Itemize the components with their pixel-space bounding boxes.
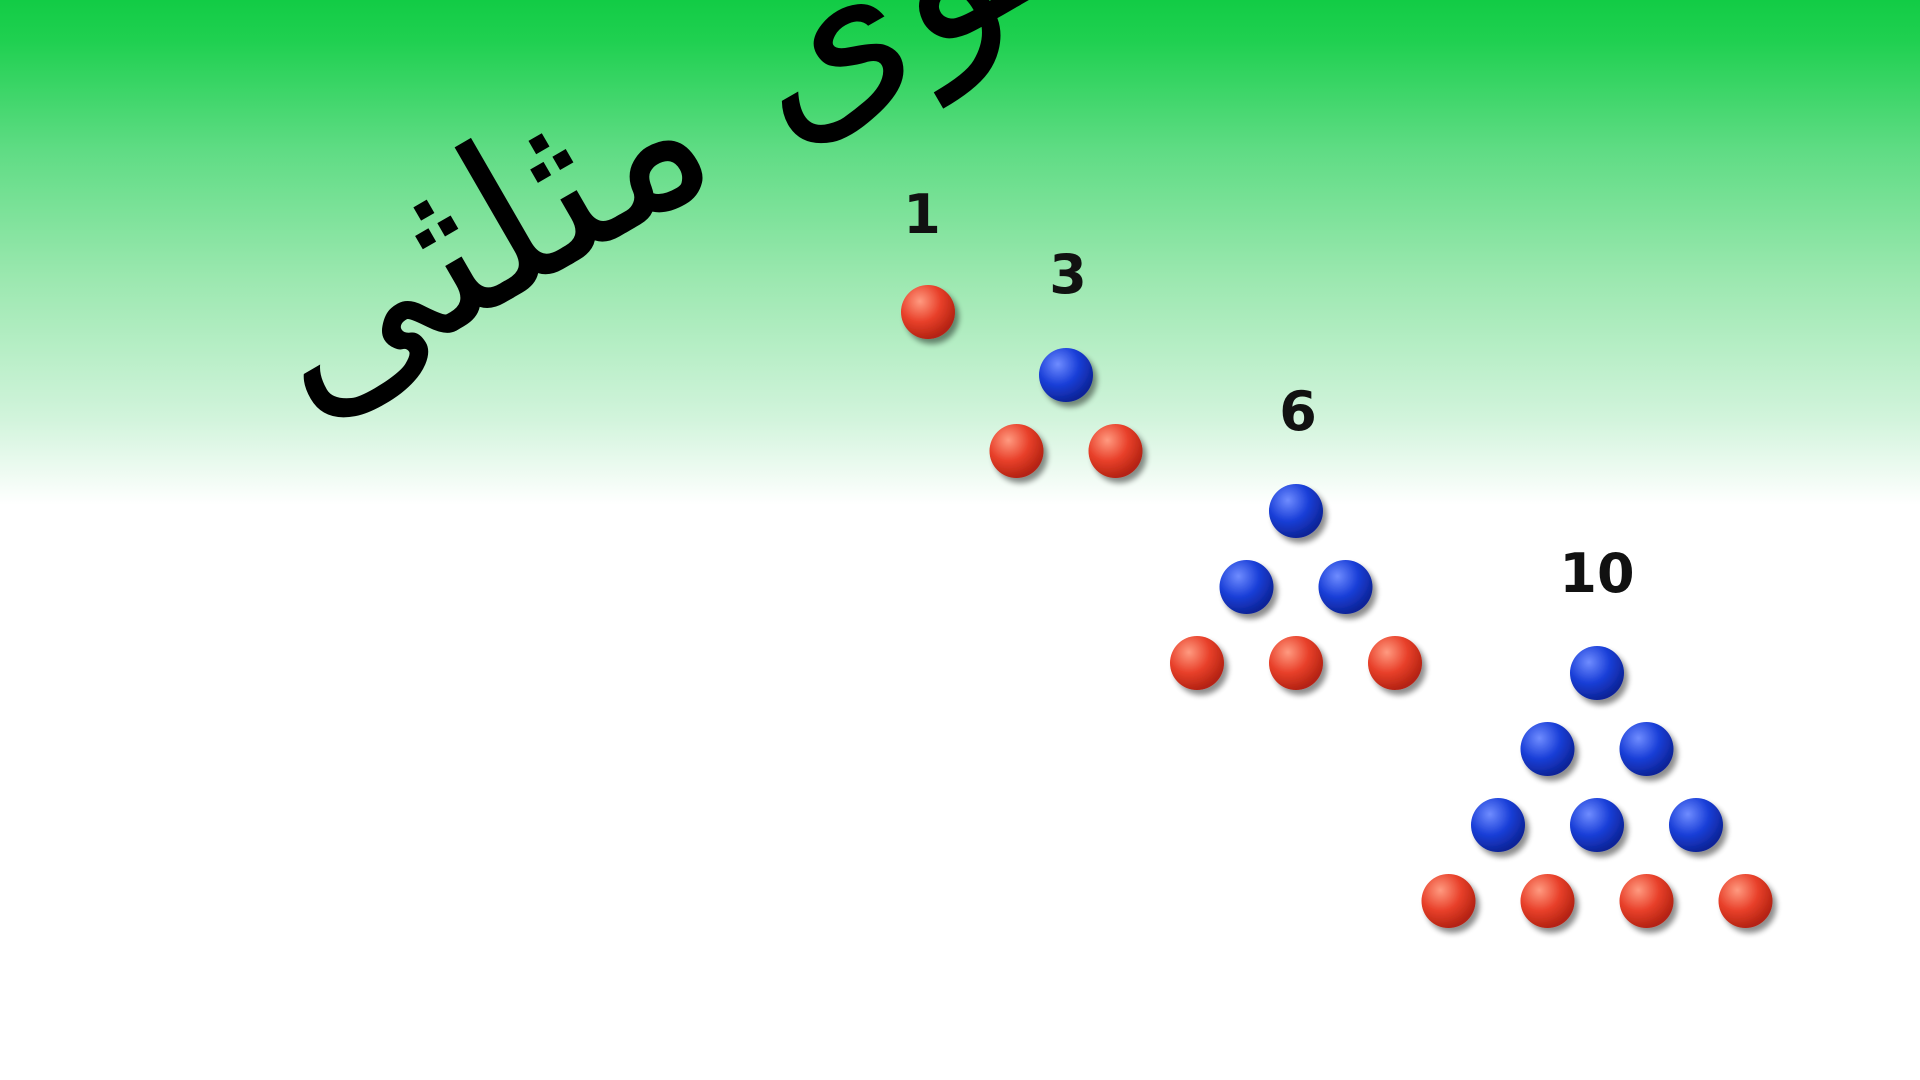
red-dot [1619, 874, 1674, 928]
blue-dot [1269, 484, 1323, 538]
red-dot [1718, 874, 1773, 928]
blue-dot [1039, 348, 1093, 402]
blue-dot [1219, 560, 1274, 614]
triangle-1: 1 [901, 183, 955, 339]
triangle-3: 3 [989, 243, 1143, 478]
triangle-label: 3 [1049, 243, 1087, 306]
triangle-label: 6 [1279, 380, 1317, 443]
red-dot [1170, 636, 1224, 690]
triangle-label: 10 [1559, 542, 1634, 605]
blue-dot [1570, 798, 1624, 852]
triangle-6: 6 [1170, 380, 1422, 690]
red-dot [1088, 424, 1143, 478]
red-dot [1421, 874, 1476, 928]
blue-dot [1619, 722, 1674, 776]
red-dot [1269, 636, 1323, 690]
red-dot [901, 285, 955, 339]
red-dot [1520, 874, 1575, 928]
blue-dot [1570, 646, 1624, 700]
blue-dot [1318, 560, 1373, 614]
blue-dot [1471, 798, 1525, 852]
blue-dot [1520, 722, 1575, 776]
red-dot [989, 424, 1044, 478]
triangle-10: 10 [1421, 542, 1773, 928]
triangle-label: 1 [903, 183, 941, 246]
red-dot [1368, 636, 1422, 690]
blue-dot [1669, 798, 1723, 852]
